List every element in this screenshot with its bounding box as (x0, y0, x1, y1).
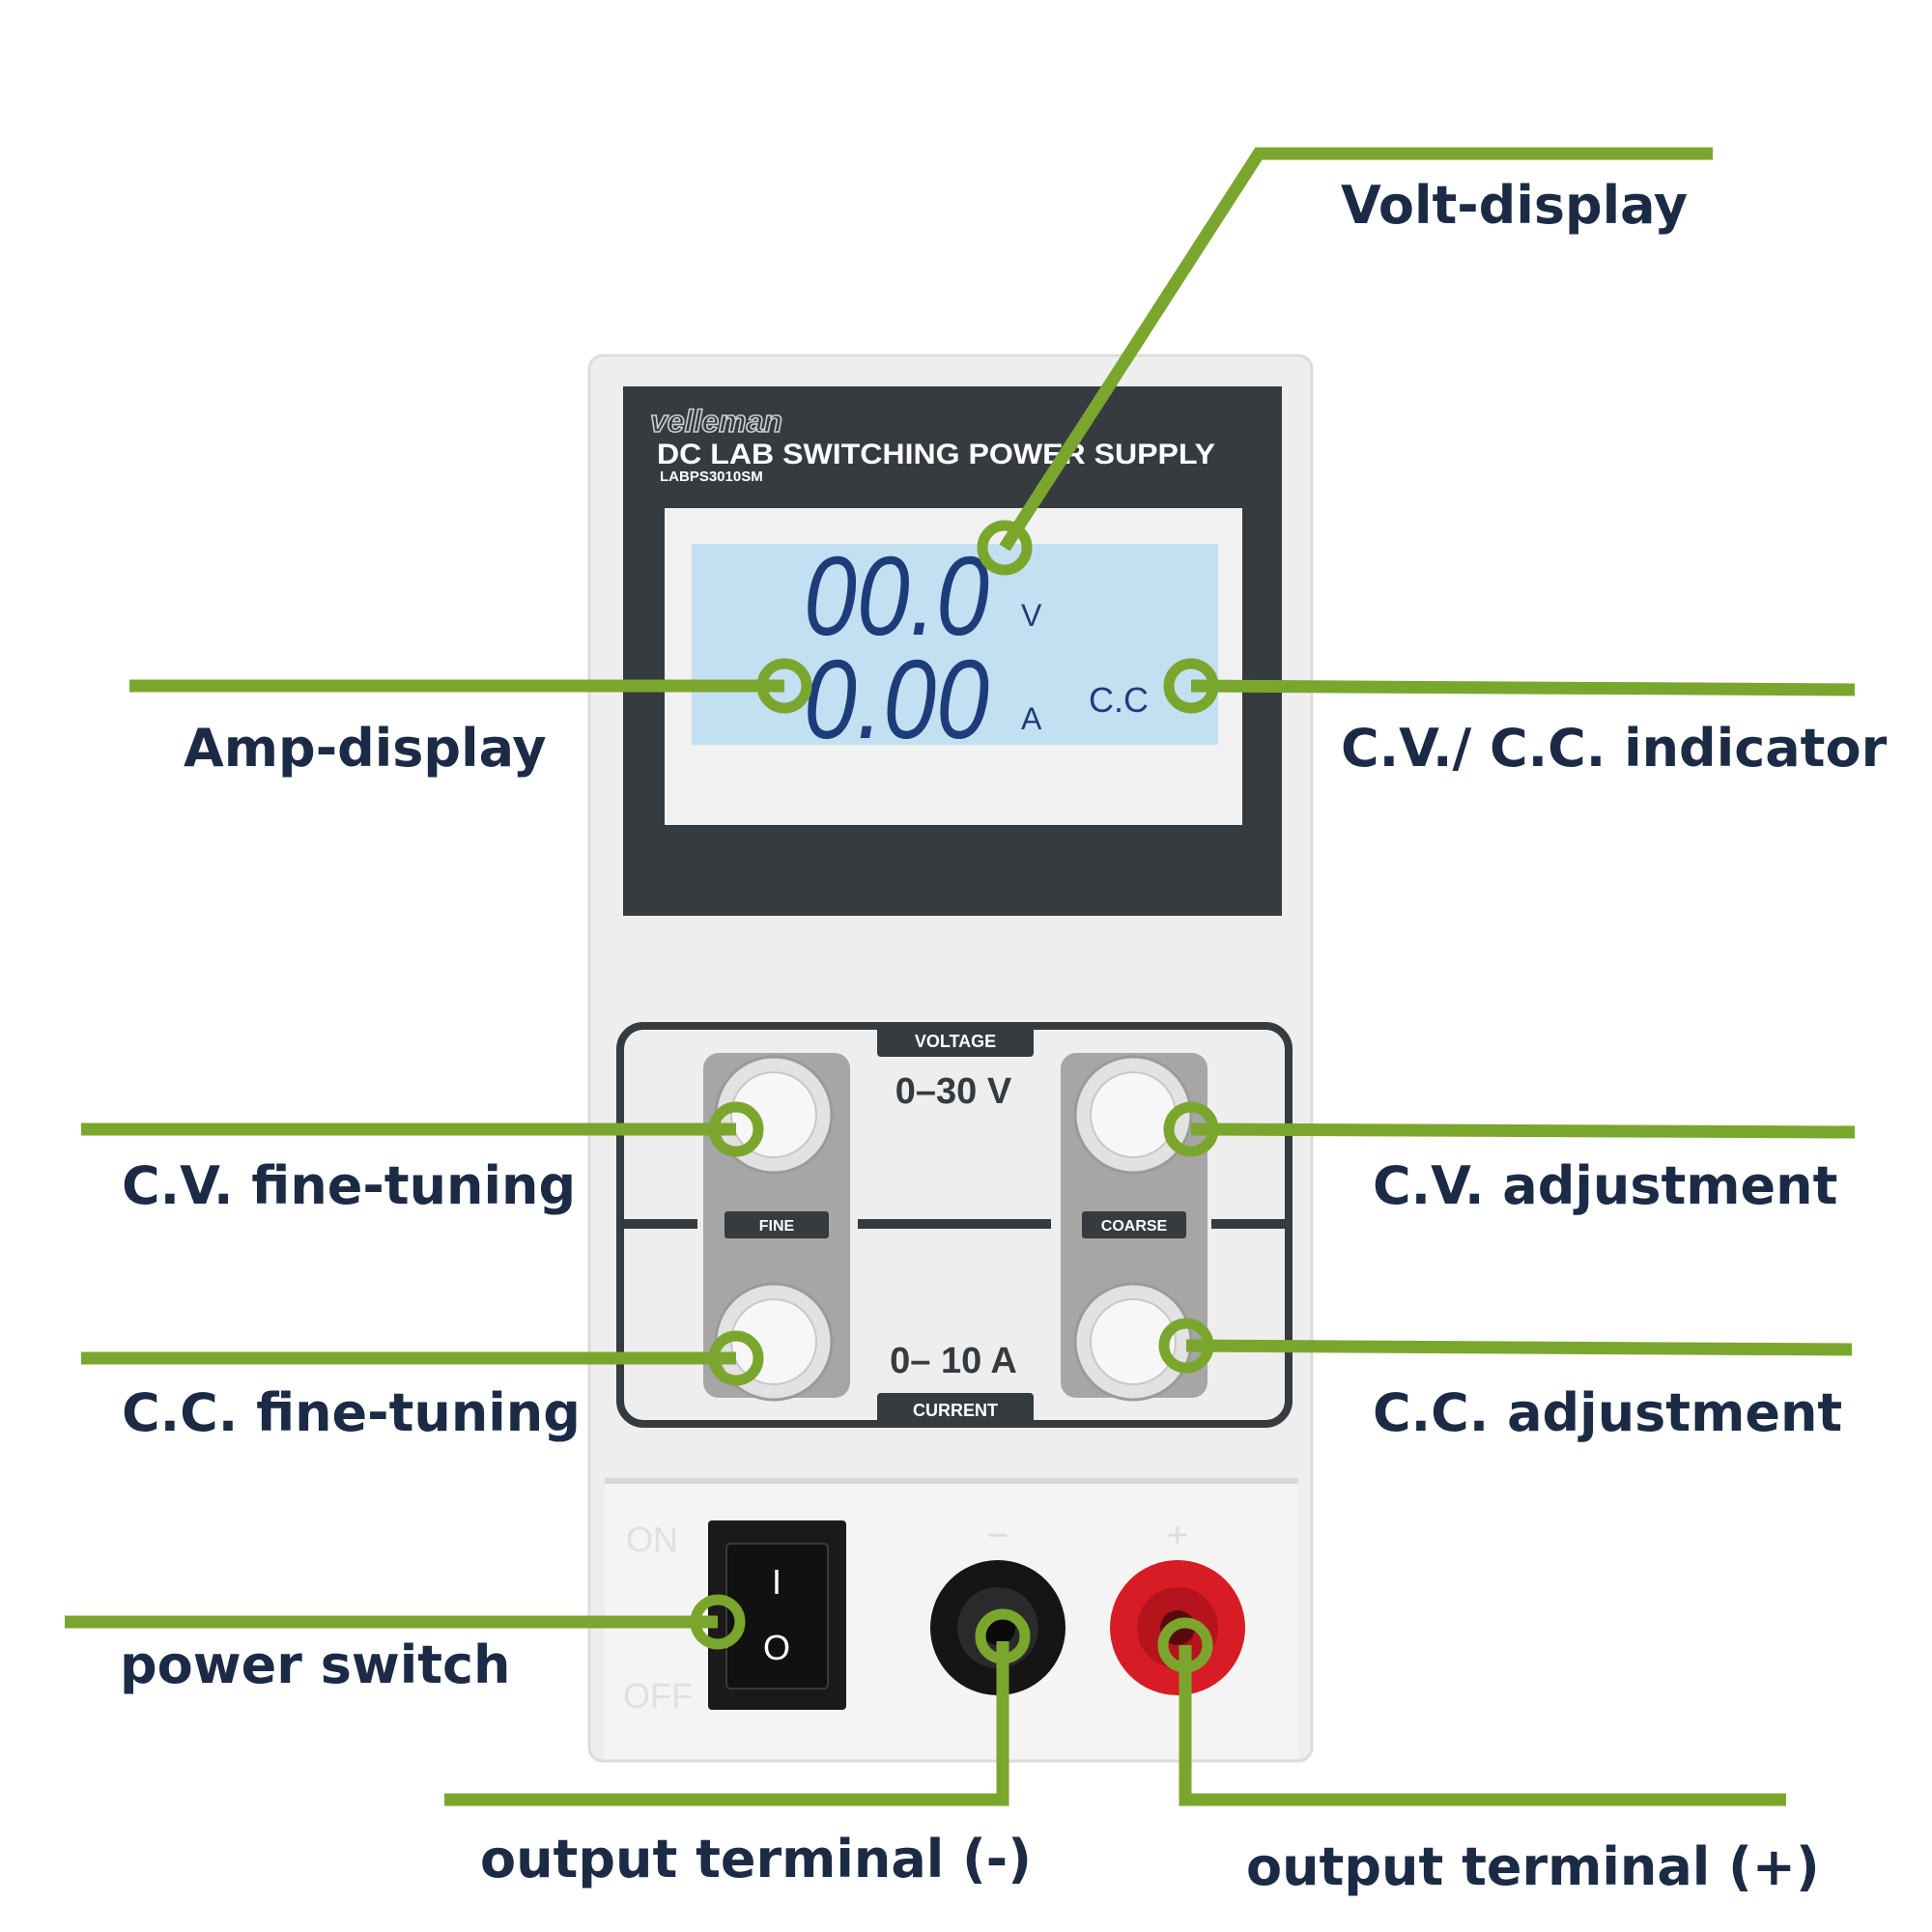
ring-power-switch (690, 1594, 746, 1650)
leader-cv-adjustment (1190, 1122, 1856, 1139)
leader-output-plus (1179, 1645, 1786, 1806)
volt-display-unit: V (1021, 598, 1042, 633)
label-power-switch: power switch (120, 1634, 511, 1695)
power-switch[interactable]: ON OFF I O (623, 1520, 846, 1716)
minus-symbol: − (987, 1516, 1009, 1556)
fine-tag: FINE (759, 1218, 795, 1235)
ring-cv-adjustment (1163, 1101, 1219, 1157)
ring-cv-fine-tuning (708, 1101, 764, 1157)
current-range: 0– 10 A (890, 1341, 1017, 1381)
cv-coarse-knob[interactable] (1073, 1055, 1193, 1175)
plus-symbol: + (1167, 1516, 1188, 1556)
label-cv-cc-indicator: C.V./ C.C. indicator (1341, 718, 1888, 779)
current-tag: CURRENT (913, 1401, 998, 1420)
label-volt-display: Volt-display (1341, 175, 1689, 236)
device-title: DC LAB SWITCHING POWER SUPPLY (657, 439, 1215, 470)
switch-on-label: ON (626, 1520, 678, 1559)
ring-output-plus (1157, 1617, 1213, 1673)
brand-logo: velleman (650, 404, 782, 439)
ring-cv-cc-indicator (1163, 658, 1219, 714)
label-output-terminal-plus: output terminal (+) (1246, 1836, 1820, 1897)
label-output-terminal-minus: output terminal (-) (480, 1829, 1032, 1889)
switch-on-symbol: I (772, 1562, 781, 1602)
mode-indicator: C.C (1089, 680, 1149, 720)
lcd-display: 00.0 V 0.00 A C.C (665, 508, 1242, 825)
amp-display-unit: A (1021, 701, 1042, 736)
label-amp-display: Amp-display (184, 718, 547, 779)
ring-volt-display (977, 520, 1033, 576)
label-cc-fine-tuning: C.C. fine-tuning (122, 1382, 581, 1443)
model-number: LABPS3010SM (660, 469, 763, 485)
amp-display-value: 0.00 (804, 637, 989, 762)
leader-lines (65, 147, 1856, 1806)
leader-cv-cc-indicator (1190, 679, 1856, 696)
ring-cc-adjustment (1158, 1318, 1214, 1374)
cc-coarse-knob[interactable] (1073, 1282, 1193, 1402)
label-cv-adjustment: C.V. adjustment (1373, 1155, 1838, 1216)
voltage-tag: VOLTAGE (915, 1032, 996, 1051)
leader-volt-display (999, 147, 1713, 552)
volt-display-value: 00.0 (804, 533, 989, 659)
leader-cc-adjustment (1185, 1339, 1853, 1356)
coarse-tag: COARSE (1101, 1218, 1168, 1235)
leader-output-minus (444, 1641, 1009, 1806)
switch-off-label: OFF (623, 1676, 693, 1716)
label-cv-fine-tuning: C.V. fine-tuning (122, 1155, 577, 1216)
voltage-range: 0–30 V (895, 1071, 1012, 1112)
ring-output-minus (975, 1608, 1031, 1664)
switch-off-symbol: O (763, 1628, 790, 1667)
ring-amp-display (756, 658, 812, 714)
control-panel: VOLTAGE 0–30 V 0– 10 A CURRENT FINE COAR… (616, 1022, 1293, 1428)
ring-cc-fine-tuning (708, 1330, 764, 1386)
leader-rings (690, 520, 1219, 1673)
label-cc-adjustment: C.C. adjustment (1373, 1382, 1843, 1443)
